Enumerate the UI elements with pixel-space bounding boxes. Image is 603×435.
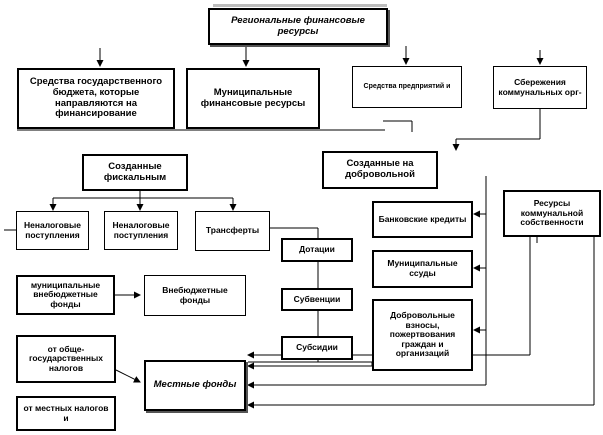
municipal-financial-resources: Муниципальные финансовые ресурсы — [186, 68, 320, 129]
subsidies: Субсидии — [281, 336, 353, 360]
created-voluntary: Созданные на добровольной — [322, 151, 438, 189]
municipal-loans: Муниципальные ссуды — [372, 250, 473, 288]
from-state-taxes: от обще-государственных налогов — [16, 335, 116, 383]
transfers: Трансферты — [195, 211, 270, 251]
extrabudgetary-funds: Внебюджетные фонды — [144, 275, 246, 316]
enterprise-funds: Средства предприятий и — [352, 66, 462, 108]
voluntary-contributions: Добровольные взносы, пожертвования гражд… — [372, 299, 473, 371]
bank-credits: Банковские кредиты — [372, 201, 473, 238]
created-fiscal: Созданные фискальным — [82, 154, 188, 191]
communal-property-resources: Ресурсы коммунальной собственности — [503, 190, 601, 237]
nontax-revenue-1: Неналоговые поступления — [16, 211, 89, 250]
subvention: Субвенции — [281, 288, 353, 311]
communal-savings: Сбережения коммунальных орг- — [493, 66, 587, 109]
subsidy-grants: Дотации — [281, 238, 353, 262]
state-budget-funds: Средства государственного бюджета, котор… — [17, 68, 175, 129]
regional-financial-resources: Региональные финансовые ресурсы — [208, 8, 388, 45]
local-funds: Местные фонды — [144, 360, 246, 411]
nontax-revenue-2: Неналоговые поступления — [104, 211, 178, 250]
municipal-extrabudgetary-funds: муниципальные внебюджетные фонды — [16, 275, 115, 315]
from-local-taxes: от местных налогов и — [16, 396, 116, 431]
